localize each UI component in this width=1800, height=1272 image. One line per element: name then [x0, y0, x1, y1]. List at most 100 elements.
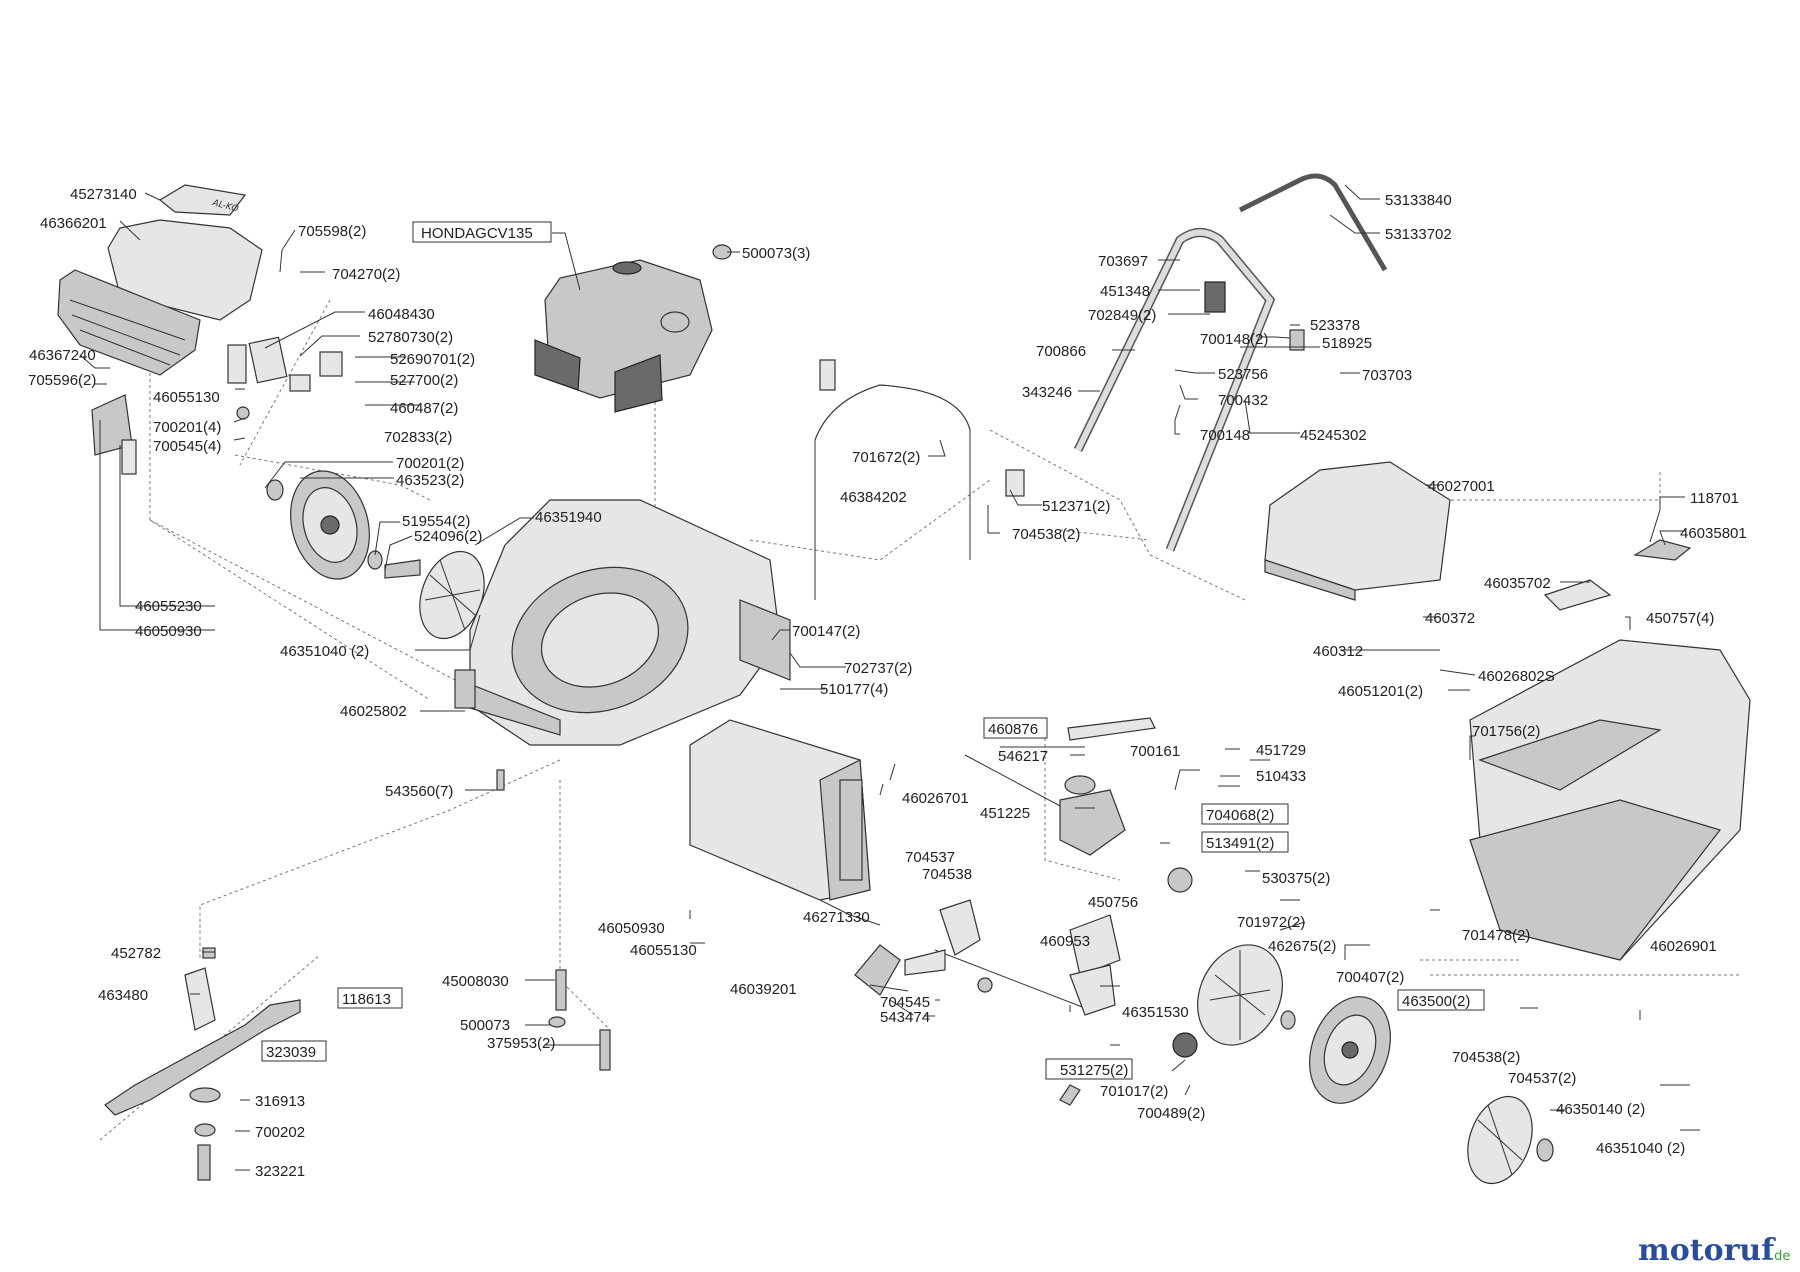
part-label: 500073: [460, 1017, 510, 1034]
part-label: 46025802: [340, 703, 407, 720]
part-label: 46027001: [1428, 478, 1495, 495]
part-label: 46055130: [153, 389, 220, 406]
part-label: 53133702: [1385, 226, 1452, 243]
part-label: 704538: [922, 866, 972, 883]
part-label: 450756: [1088, 894, 1138, 911]
boxed-part-label: 463500(2): [1397, 989, 1485, 1011]
part-label: 523756: [1218, 366, 1268, 383]
part-label: 52690701(2): [390, 351, 475, 368]
front-wheel-adjust-parts: [854, 899, 1116, 1016]
part-label: 510433: [1256, 768, 1306, 785]
part-label: 543474: [880, 1009, 930, 1026]
part-label: 45008030: [442, 973, 509, 990]
part-label: 316913: [255, 1093, 305, 1110]
part-label: 700161: [1130, 743, 1180, 760]
part-label: 46050930: [598, 920, 665, 937]
part-label: 450757(4): [1646, 610, 1714, 627]
part-label: 46384202: [840, 489, 907, 506]
hubcap-right: [1467, 1095, 1554, 1185]
part-label: 46026901: [1650, 938, 1717, 955]
watermark-text: motoruf: [1638, 1233, 1776, 1268]
part-label: 46055230: [135, 598, 202, 615]
part-label: 460372: [1425, 610, 1475, 627]
part-label: 705598(2): [298, 223, 366, 240]
gearbox-part: [934, 717, 1193, 1011]
part-label: 700489(2): [1137, 1105, 1205, 1122]
boxed-part-label: 323039: [261, 1040, 327, 1062]
part-label: 510177(4): [820, 681, 888, 698]
part-label: 518925: [1322, 335, 1372, 352]
part-label: 46271330: [803, 909, 870, 926]
part-label: 343246: [1022, 384, 1072, 401]
part-label: 701756(2): [1472, 723, 1540, 740]
catcher-body-part: [1469, 639, 1751, 961]
part-label: 705596(2): [28, 372, 96, 389]
part-label: 118701: [1690, 490, 1739, 507]
part-label: 46351040 (2): [1596, 1140, 1685, 1157]
part-label: 451348: [1100, 283, 1150, 300]
part-label: 704537(2): [1508, 1070, 1576, 1087]
part-label: 46026802S: [1478, 668, 1555, 685]
svg-text:463500(2): 463500(2): [1402, 993, 1470, 1010]
part-label: 46050930: [135, 623, 202, 640]
boxed-part-label: 460876: [983, 717, 1048, 739]
part-label: 375953(2): [487, 1035, 555, 1052]
watermark-suffix: .de: [1770, 1249, 1790, 1264]
part-label: 704270(2): [332, 266, 400, 283]
part-label: 543560(7): [385, 783, 453, 800]
part-label: 700201(2): [396, 455, 464, 472]
boxed-labels: HONDAGCV135 460876 704068(2) 513491(2) 1…: [261, 221, 1485, 1080]
part-label: 46351040 (2): [280, 643, 369, 660]
boxed-part-label: 118613: [337, 987, 403, 1009]
front-wheel-disc: [1197, 944, 1283, 1046]
boxed-part-label: 531275(2): [1045, 1058, 1133, 1080]
part-label: 46026701: [902, 790, 969, 807]
catcher-lid-parts: [1543, 539, 1692, 611]
bolts-misc: [496, 769, 1081, 1106]
svg-text:704068(2): 704068(2): [1206, 807, 1274, 824]
part-label: 452782: [111, 945, 161, 962]
part-label: 46035702: [1484, 575, 1551, 592]
part-label: 700148(2): [1200, 331, 1268, 348]
part-label: 46048430: [368, 306, 435, 323]
leader-lines: [79, 184, 1700, 1171]
watermark: motoruf .de: [1638, 1233, 1790, 1268]
part-label: 463523(2): [396, 472, 464, 489]
part-label: 700545(4): [153, 438, 221, 455]
part-label: 45273140: [70, 186, 137, 203]
rear-wheel-left: [266, 470, 421, 580]
part-label: 700407(2): [1336, 969, 1404, 986]
part-label: 527700(2): [390, 372, 458, 389]
part-label: 700432: [1218, 392, 1268, 409]
part-label: 46039201: [730, 981, 797, 998]
front-wheel-right: [1280, 996, 1391, 1104]
part-label: 451729: [1256, 742, 1306, 759]
part-label: 704538(2): [1012, 526, 1080, 543]
svg-text:531275(2): 531275(2): [1060, 1062, 1128, 1079]
part-label: 46055130: [630, 942, 697, 959]
drive-pinion-part: [1172, 1032, 1198, 1058]
part-label: 703703: [1362, 367, 1412, 384]
part-label: 704537: [905, 849, 955, 866]
part-label: 460953: [1040, 933, 1090, 950]
part-label: 500073(3): [742, 245, 810, 262]
part-label: 462675(2): [1268, 938, 1336, 955]
svg-text:460876: 460876: [988, 721, 1038, 738]
svg-text:HONDAGCV135: HONDAGCV135: [421, 225, 533, 242]
part-label: 701017(2): [1100, 1083, 1168, 1100]
part-label: 701672(2): [852, 449, 920, 466]
part-label: 46351530: [1122, 1004, 1189, 1021]
part-label: 700866: [1036, 343, 1086, 360]
svg-text:513491(2): 513491(2): [1206, 835, 1274, 852]
svg-text:118613: 118613: [342, 991, 391, 1008]
part-label: 703697: [1098, 253, 1148, 270]
svg-text:323039: 323039: [266, 1044, 316, 1061]
part-labels: 45273140 46366201 705598(2) 704270(2) 46…: [28, 186, 1747, 1180]
part-label: 53133840: [1385, 192, 1452, 209]
part-label: 46351940: [535, 509, 602, 526]
boxed-part-label: 704068(2): [1201, 803, 1289, 825]
part-label: 700202: [255, 1124, 305, 1141]
part-label: 46366201: [40, 215, 107, 232]
part-label: 463480: [98, 987, 148, 1004]
